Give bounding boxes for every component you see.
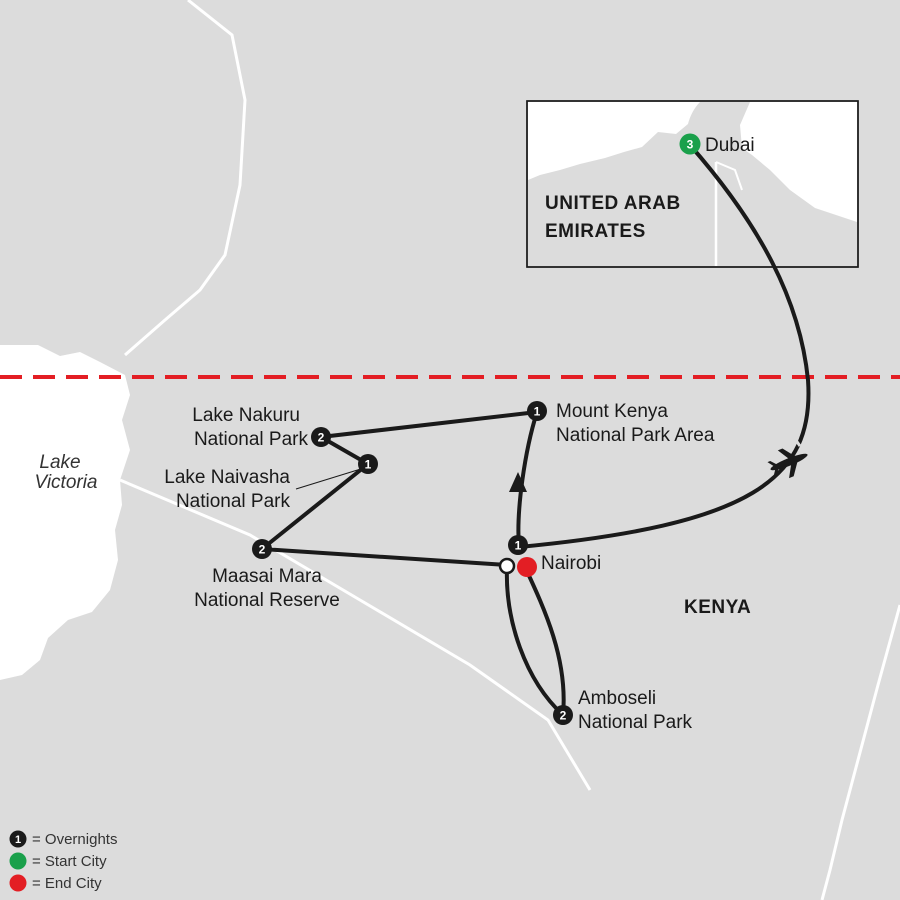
legend-start-symbol	[9, 852, 27, 870]
airplane-icon	[767, 448, 808, 479]
marker-lake-naivasha: 1	[358, 454, 378, 474]
maasai-mara-nights: 2	[259, 543, 266, 557]
amboseli-nights: 2	[560, 709, 567, 723]
flight-tick	[788, 431, 802, 447]
border-coast	[820, 604, 900, 900]
route-maasaimara-nairobi	[260, 547, 509, 567]
route-mountkenya-nakuru	[319, 410, 539, 439]
label-maasai-mara-line1: Maasai Mara	[212, 566, 322, 587]
marker-mount-kenya: 1	[527, 401, 547, 421]
marker-lake-nakuru: 2	[311, 427, 331, 447]
country-borders	[119, 0, 900, 900]
legend-overnights-number: 1	[15, 834, 21, 846]
gulf-water	[528, 102, 700, 180]
label-amboseli-line2: National Park	[578, 712, 693, 733]
legend-overnights-symbol: 1	[9, 830, 27, 848]
border-kenya-tanzania	[119, 478, 592, 791]
label-mount-kenya-line2: National Park Area	[556, 425, 715, 446]
legend-overnights-text: = Overnights	[32, 831, 117, 848]
label-uae-line1: UNITED ARAB	[545, 193, 681, 214]
label-maasai-mara-line2: National Reserve	[194, 590, 340, 611]
marker-nairobi-transit	[498, 557, 516, 575]
marker-dubai: 3	[679, 133, 701, 155]
lake-naivasha-nights: 1	[365, 458, 372, 472]
label-mount-kenya-line1: Mount Kenya	[556, 401, 668, 422]
gulf-of-oman-water	[740, 102, 857, 222]
label-dubai: Dubai	[705, 135, 755, 156]
legend-end-text: = End City	[32, 875, 102, 892]
naivasha-leader-line	[295, 467, 365, 490]
nairobi-nights: 1	[515, 539, 522, 553]
label-kenya: KENYA	[684, 597, 751, 618]
label-lake-victoria-line1: Lake	[39, 452, 80, 473]
legend-start-text: = Start City	[32, 853, 107, 870]
label-lake-nakuru-line2: National Park	[194, 429, 309, 450]
mount-kenya-nights: 1	[534, 405, 541, 419]
label-nairobi: Nairobi	[541, 553, 601, 574]
marker-nairobi-overnight: 1	[508, 535, 528, 555]
direction-arrow-icon	[509, 472, 527, 492]
border-northwest	[124, 0, 247, 357]
inset-border-2	[715, 161, 743, 191]
marker-maasai-mara: 2	[252, 539, 272, 559]
label-amboseli-line1: Amboseli	[578, 688, 656, 709]
marker-amboseli: 2	[553, 705, 573, 725]
inset-frame-outline	[526, 100, 859, 268]
route-nairobi-mountkenya	[516, 410, 539, 549]
lake-victoria-water	[0, 345, 130, 680]
route-nairobi-amboseli-1	[504, 565, 565, 717]
label-lake-victoria-line2: Victoria	[34, 472, 97, 493]
route-naivasha-maasaimara	[260, 462, 370, 551]
label-lake-naivasha-line1: Lake Naivasha	[164, 467, 290, 488]
label-uae-line2: EMIRATES	[545, 221, 646, 242]
marker-nairobi-end	[517, 557, 537, 577]
legend-end-symbol	[9, 874, 27, 892]
route-flight-dubai-nairobi	[517, 143, 811, 549]
dubai-nights: 3	[687, 138, 694, 152]
route-nairobi-amboseli-2	[523, 565, 566, 717]
lake-nakuru-nights: 2	[318, 431, 325, 445]
uae-inset	[526, 100, 859, 268]
label-lake-naivasha-line2: National Park	[176, 491, 291, 512]
label-lake-nakuru-line1: Lake Nakuru	[192, 405, 300, 426]
legend: 1 = Overnights = Start City = End City	[9, 830, 117, 892]
